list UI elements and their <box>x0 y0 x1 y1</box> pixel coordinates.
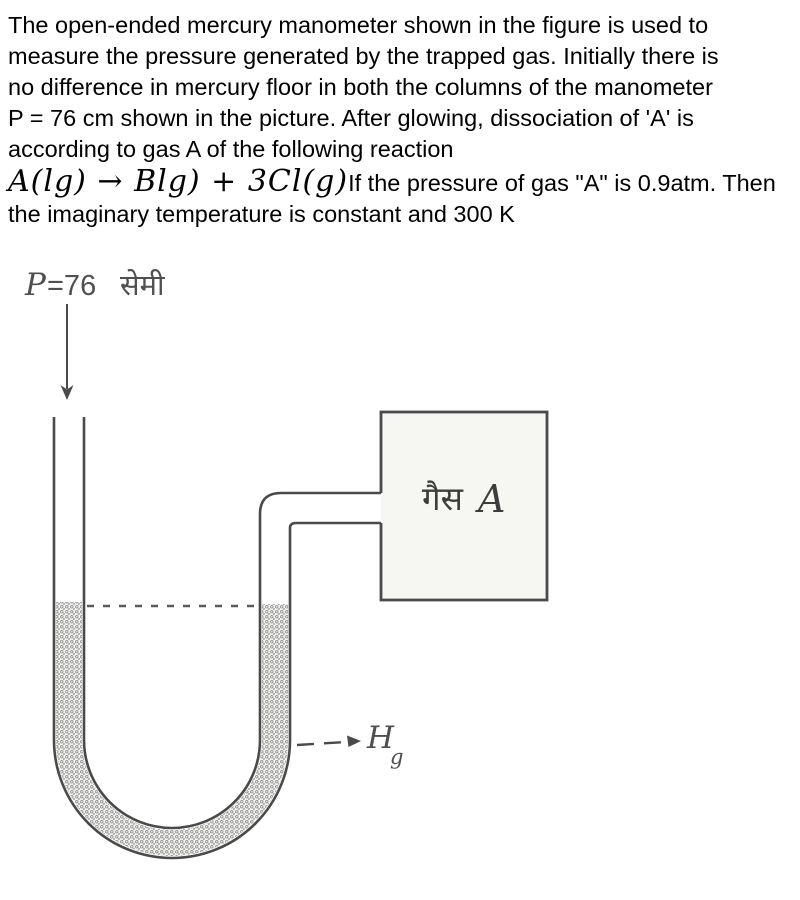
manometer-figure: P =76 सेमी गैस A H g <box>24 267 549 860</box>
pressure-label-unit: सेमी <box>120 268 165 302</box>
mercury-label-sub: g <box>390 745 403 769</box>
gas-label-hindi: गैस <box>422 479 464 518</box>
problem-line-7: the imaginary temperature is constant an… <box>8 201 515 227</box>
mercury-fill <box>56 602 288 856</box>
gas-bulb <box>379 410 549 602</box>
problem-text-lines: The open-ended mercury manometer shown i… <box>8 12 719 162</box>
problem-statement: The open-ended mercury manometer shown i… <box>8 10 800 230</box>
problem-line-6: A(lg) → Blg) + 3Cl(g)If the pressure of … <box>8 165 800 199</box>
gas-label-letter: A <box>475 477 505 521</box>
pressure-label-value: =76 <box>47 270 96 302</box>
tube-inner-wall <box>82 417 381 830</box>
mercury-label: H <box>366 720 395 756</box>
tube-outer-wall <box>52 417 381 860</box>
hg-pointer-arrow <box>296 735 361 747</box>
problem-line-6-rest: If the pressure of gas "A" is 0.9atm. Th… <box>348 170 776 196</box>
pressure-label-symbol: P <box>24 267 47 303</box>
reaction-formula: A(lg) → Blg) + 3Cl(g) <box>8 164 349 199</box>
atmosphere-arrow <box>60 304 74 400</box>
